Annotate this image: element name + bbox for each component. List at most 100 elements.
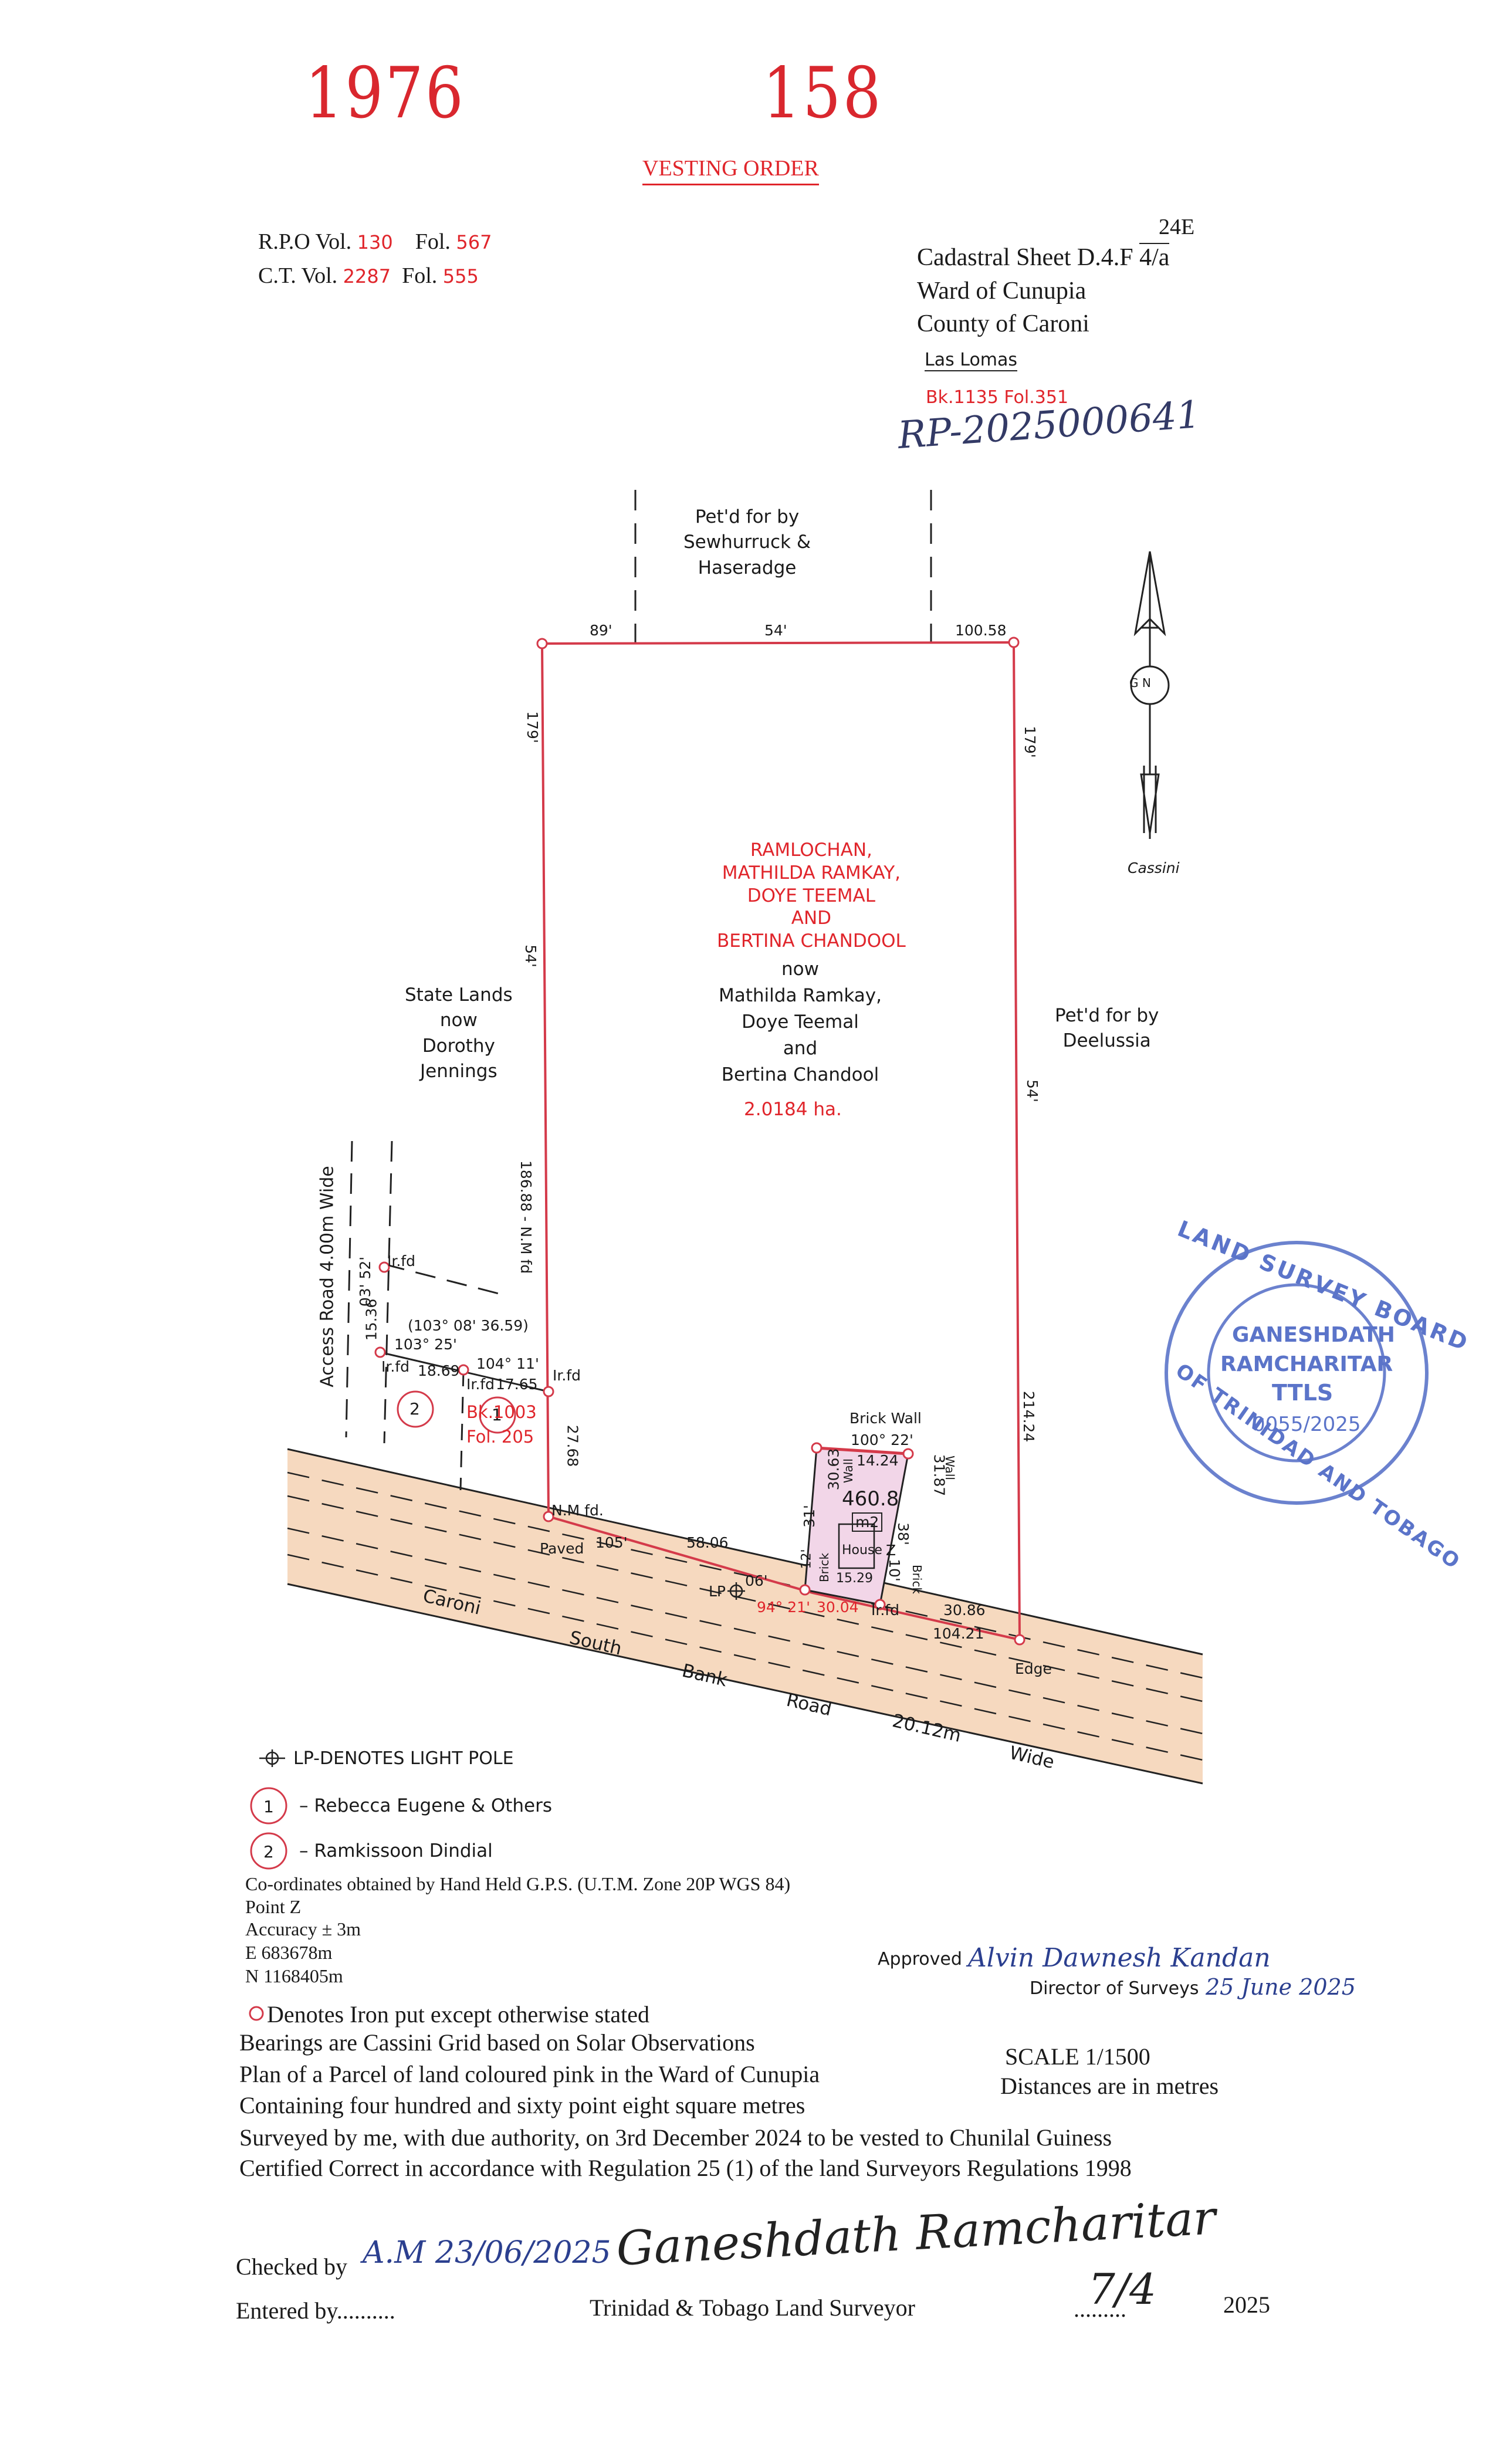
bearing-31: 31': [800, 1505, 818, 1528]
north-arrow-icon: [1130, 551, 1170, 839]
note-certified: Certified Correct in accordance with Reg…: [239, 2155, 1132, 2181]
left-dist: 186.88 - N.M fd: [517, 1160, 535, 1274]
cadastral-sheet: Cadastral Sheet D.4.F 4/a: [917, 243, 1170, 271]
approved-label: Approved: [878, 1949, 962, 1969]
bearing-9421: 94° 21': [757, 1599, 810, 1616]
ct-line: C.T. Vol. 2287 Fol. 555: [258, 263, 479, 288]
coords-line4: E 683678m: [245, 1942, 333, 1963]
main-parcel: [540, 641, 1021, 1641]
checked-signature: A.M 23/06/2025: [363, 2235, 611, 2270]
lp-label: LP: [709, 1583, 726, 1600]
m2-label: m2: [852, 1512, 883, 1532]
right-bearing-2: 54': [1023, 1079, 1041, 1102]
note-containing: Containing four hundred and sixty point …: [239, 2092, 805, 2118]
left-bearing-1: 179': [523, 711, 541, 743]
ir-fd-2: Ir.fd: [381, 1358, 409, 1375]
dist-5806: 58.06: [686, 1534, 729, 1551]
date-hand: 7/4: [1088, 2265, 1156, 2314]
bearing-10022: 100° 22': [851, 1431, 913, 1448]
land-survey-board-stamp: [1165, 1241, 1429, 1505]
brick-label-right: Brick: [910, 1564, 925, 1595]
note-bearings: Bearings are Cassini Grid based on Solar…: [239, 2029, 755, 2056]
legend-lp: LP-DENOTES LIGHT POLE: [293, 1748, 514, 1769]
house-label: House: [842, 1543, 882, 1558]
legend-2-num: 2: [263, 1842, 274, 1861]
dist-1424: 14.24: [857, 1452, 899, 1469]
bearing-38: 38': [894, 1522, 912, 1545]
bearing-10411: 104° 11': [476, 1355, 539, 1372]
bearing-105: 105': [595, 1534, 628, 1551]
light-pole-icon: [727, 1582, 745, 1600]
bk1003: Bk.1003: [466, 1402, 537, 1422]
lot1-circle: [479, 1396, 516, 1434]
parcel-area: 2.0184 ha.: [744, 1099, 842, 1120]
entered-by: Entered by..........: [236, 2297, 395, 2324]
distances-label: Distances are in metres: [1000, 2073, 1219, 2099]
legend-lp-icon: [259, 1749, 285, 1767]
point-z: Z: [886, 1542, 896, 1559]
coords-line5: N 1168405m: [245, 1965, 343, 1986]
document-title: VESTING ORDER: [642, 155, 819, 185]
brick-wall-label: Brick Wall: [849, 1410, 922, 1427]
dist-3004: 30.04: [817, 1599, 859, 1616]
coords-line1: Co-ordinates obtained by Hand Held G.P.S…: [245, 1873, 791, 1894]
dist-2768: 27.68: [564, 1424, 581, 1467]
date-dots: .........: [1074, 2296, 1126, 2322]
sheet-top: 24E: [1159, 215, 1195, 239]
fol205: Fol. 205: [466, 1427, 534, 1447]
director-signature: Alvin Dawnesh Kandan: [968, 1943, 1271, 1973]
coords-line2: Point Z: [245, 1896, 302, 1917]
edge-label: Edge: [1015, 1660, 1052, 1677]
bearing-10: 10': [885, 1559, 903, 1582]
stamp-name2: RAMCHARITAR: [1220, 1352, 1393, 1376]
dist-1765: 17.65: [496, 1376, 538, 1393]
legend-2: – Ramkissoon Dindial: [299, 1840, 493, 1861]
stamp-name1: GANESHDATH: [1232, 1323, 1395, 1347]
paved-label: Paved: [540, 1540, 584, 1557]
road-fill: [287, 1449, 1203, 1783]
stamp-reg: 0055/2025: [1253, 1413, 1361, 1436]
right-bearing-1: 179': [1021, 726, 1038, 758]
scale-label: SCALE 1/1500: [1005, 2043, 1150, 2070]
director-label: Director of Surveys: [1030, 1978, 1199, 1999]
rpo-line: R.P.O Vol. 130 Fol. 567: [258, 229, 492, 254]
dist-3063: 30.63: [825, 1448, 842, 1491]
wall-label-left: Wall: [841, 1458, 855, 1483]
area-small: 460.8: [842, 1487, 899, 1511]
ir-fd-3: Ir.fd: [553, 1367, 581, 1384]
left-bearing-2: 54': [522, 945, 539, 967]
lot2-circle: [397, 1390, 434, 1428]
locality: Las Lomas: [925, 350, 1018, 371]
brick-label-left: Brick: [817, 1552, 832, 1583]
note-iron: Denotes Iron put except otherwise stated: [267, 2001, 650, 2028]
stamp-ttls: TTLS: [1272, 1380, 1333, 1406]
year: 2025: [1223, 2292, 1270, 2318]
legend-2-circle: [250, 1832, 287, 1870]
county: County of Caroni: [917, 310, 1089, 337]
legend-1: – Rebecca Eugene & Others: [299, 1795, 553, 1816]
cassini-label: Cassini: [1128, 859, 1180, 876]
ir-fd-1: Ir.fd: [387, 1253, 415, 1270]
ward: Ward of Cunupia: [917, 277, 1087, 304]
nm-fd: N.M fd.: [551, 1502, 604, 1519]
coords-line3: Accuracy ± 3m: [245, 1918, 361, 1940]
top-left-bearing: 89': [590, 622, 612, 639]
access-road-label: Access Road 4.00m Wide: [317, 1166, 338, 1387]
note-plan: Plan of a Parcel of land coloured pink i…: [239, 2061, 820, 2087]
plan-number-right: 158: [763, 53, 883, 134]
dist-1529: 15.29: [836, 1571, 873, 1586]
dist-10421: 104.21: [933, 1625, 984, 1642]
director-date: 25 June 2025: [1206, 1974, 1356, 2000]
iron-legend-icon: [249, 2006, 264, 2021]
bearing-06: 06': [745, 1572, 768, 1589]
bearing-10325: 103° 25': [394, 1336, 457, 1353]
ir-fd-5: Ir.fd: [871, 1602, 899, 1619]
plan-number-left: 1976: [305, 53, 466, 134]
ir-fd-4: Ir.fd: [466, 1376, 495, 1393]
house-outline: [838, 1523, 875, 1569]
bearing-12: 12': [799, 1549, 814, 1569]
